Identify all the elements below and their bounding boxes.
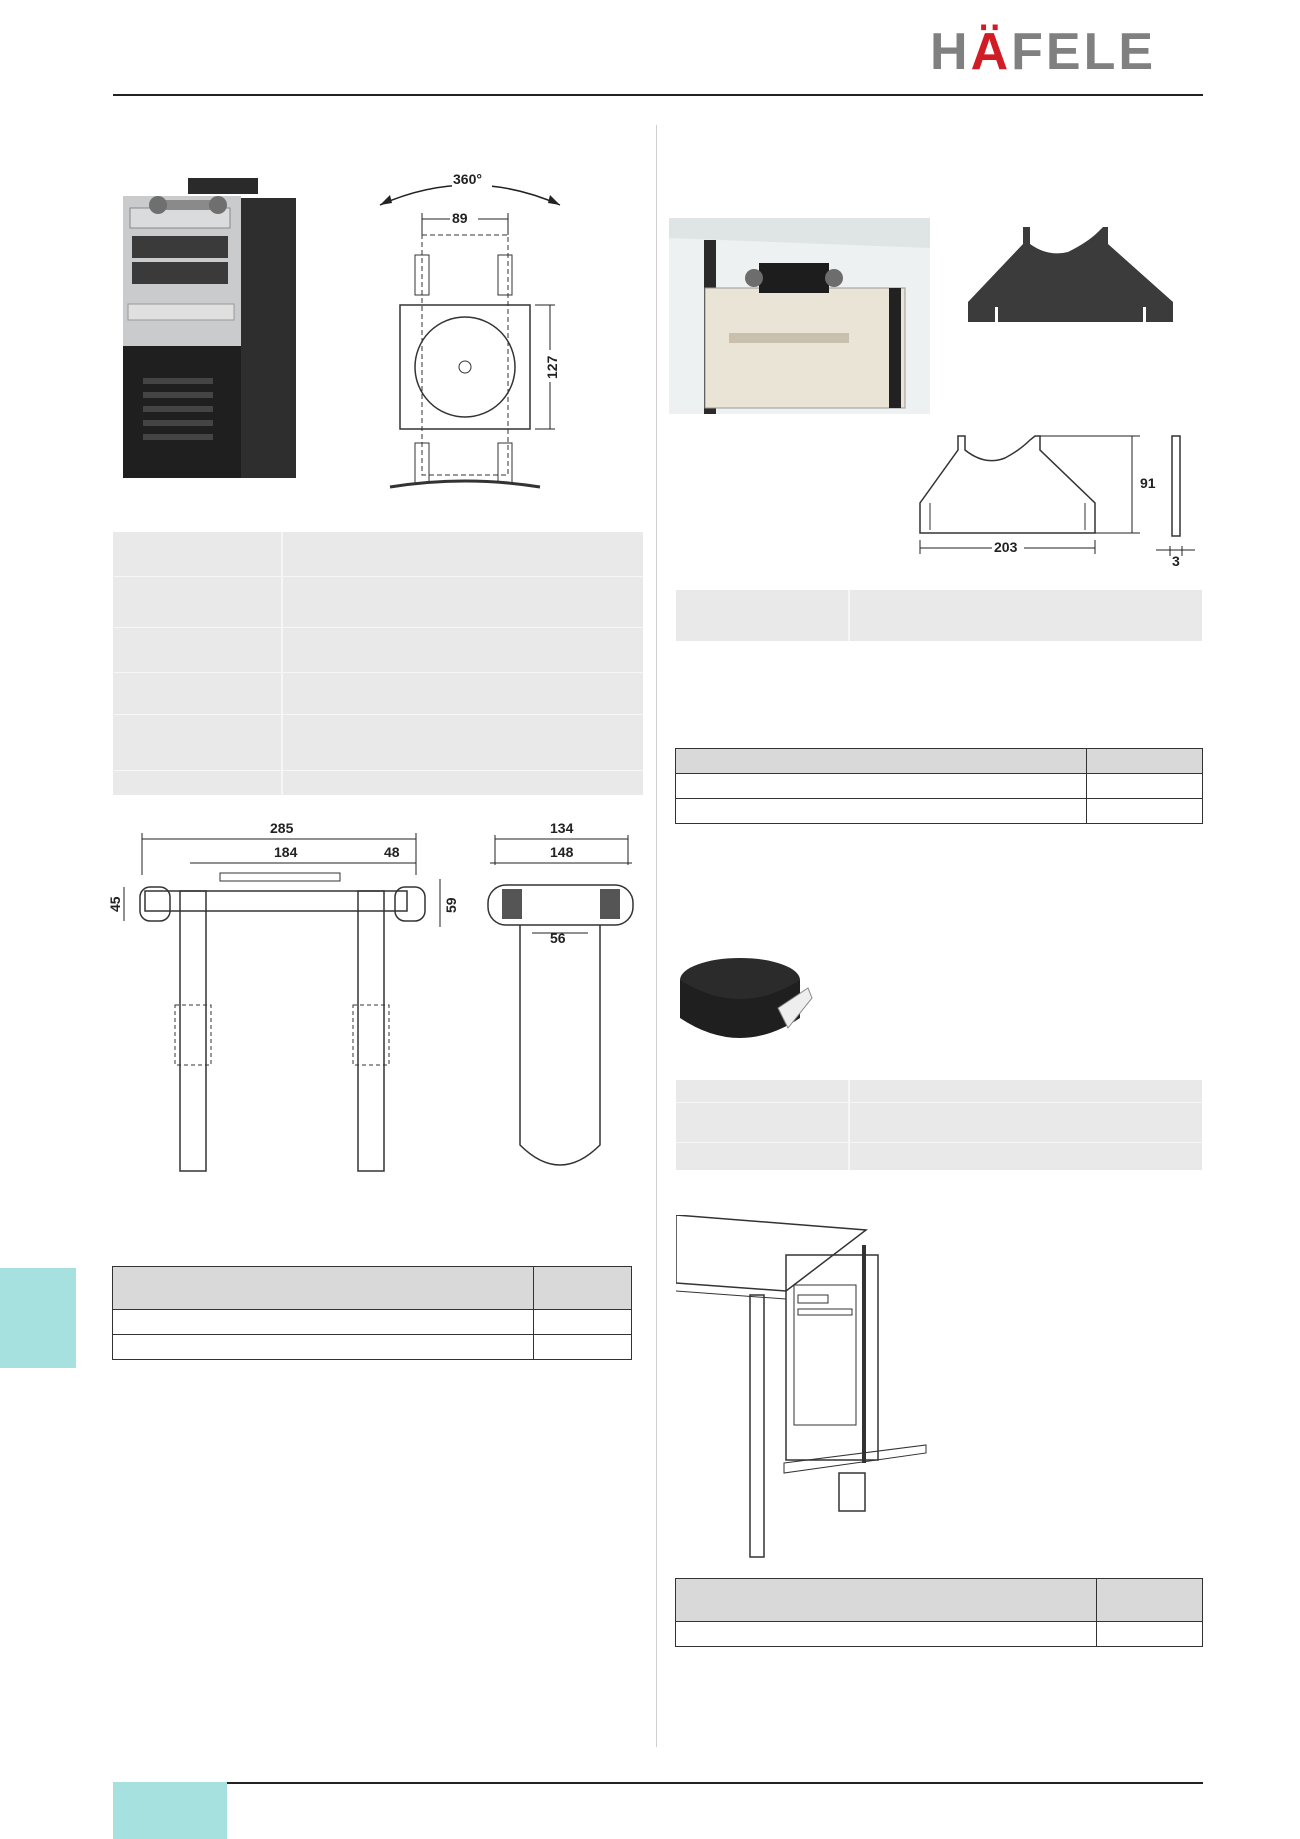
table-row: [675, 748, 1203, 774]
frame-inner-width: 184: [274, 844, 298, 860]
frame-end-width: 48: [384, 844, 400, 860]
frame-clamp-width: 148: [550, 844, 574, 860]
header-rule: [113, 94, 1203, 96]
spec-block-holder: [113, 532, 643, 795]
table-row: [675, 1578, 1203, 1622]
frame-overall-width: 285: [270, 820, 294, 836]
holder-width-label: 89: [452, 210, 468, 226]
chapter-tab: [0, 1268, 76, 1368]
bracket-height-label: 91: [1140, 475, 1156, 491]
rotation-label: 360°: [453, 171, 482, 187]
holder-height-label: 127: [544, 355, 560, 379]
table-row: [112, 1334, 632, 1360]
table-row: [112, 1266, 632, 1310]
logo-text: HÄFELE: [930, 23, 1157, 81]
frame-right-height: 59: [443, 897, 459, 913]
order-table-bracket: [675, 748, 1203, 824]
holder-plan-drawing: 360° 89 127: [379, 170, 561, 489]
bracket-width-label: 203: [994, 539, 1018, 555]
spec-block-bracket: [676, 590, 1202, 641]
frame-left-height: 45: [110, 896, 123, 912]
table-row: [675, 773, 1203, 799]
frame-dimension-drawing: 285 184 48 45 59 134 148 56: [110, 820, 634, 1172]
bracket-dimension-drawing: 91 3 203: [919, 435, 1195, 568]
spec-block-strap: [676, 1080, 1202, 1170]
table-row: [675, 798, 1203, 824]
drive-holder-photo: [669, 218, 930, 414]
order-table-strap: [675, 1578, 1203, 1647]
pc-holder-photo: [123, 178, 296, 478]
bracket-photo: [968, 227, 1173, 322]
strap-photo: [680, 958, 813, 1038]
bracket-thickness-label: 3: [1172, 553, 1180, 568]
footer-page-tab: [113, 1782, 227, 1839]
footer-rule: [227, 1782, 1203, 1784]
desk-install-drawing: [676, 1215, 927, 1558]
brand-logo: HÄFELE: [930, 22, 1156, 82]
column-divider: [656, 125, 657, 1747]
frame-slot-width: 56: [550, 930, 566, 946]
table-row: [112, 1309, 632, 1335]
frame-top-width: 134: [550, 820, 574, 836]
table-row: [675, 1621, 1203, 1647]
order-table-holder: [112, 1266, 632, 1360]
